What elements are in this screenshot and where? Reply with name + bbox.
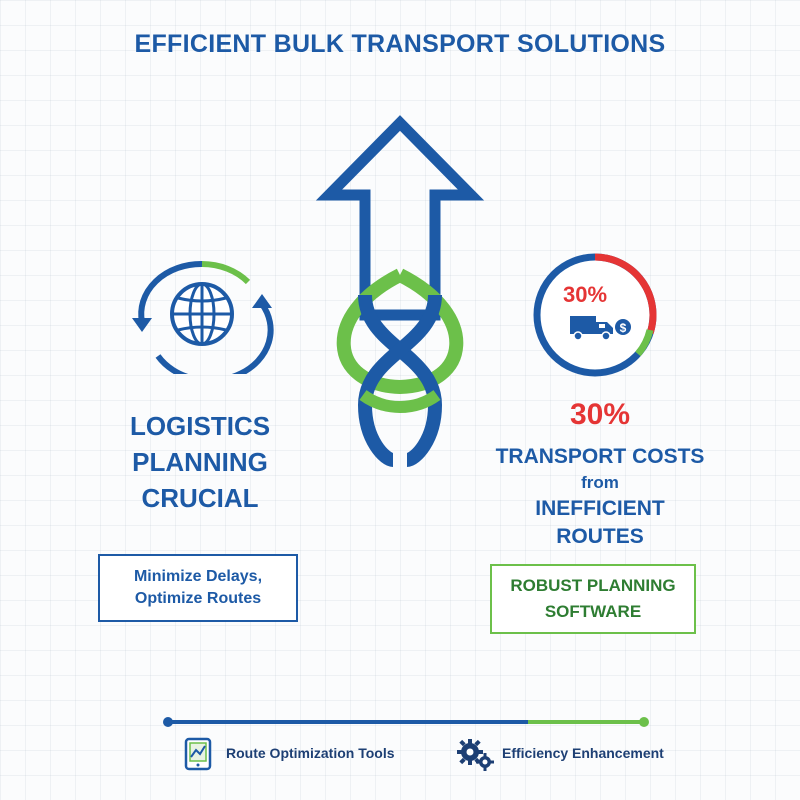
truck-icon xyxy=(570,316,613,341)
footer-item-route-tools: Route Optimization Tools xyxy=(226,745,395,761)
left-heading-line: CRUCIAL xyxy=(141,483,259,513)
gauge-percent-label: 30% xyxy=(562,282,608,307)
left-box-line: Minimize Delays, xyxy=(133,568,263,585)
cost-line: INEFFICIENT xyxy=(535,497,665,520)
left-heading: LOGISTICS PLANNING CRUCIAL xyxy=(95,408,305,516)
page-title: EFFICIENT BULK TRANSPORT SOLUTIONS xyxy=(134,30,666,58)
right-callout-box: ROBUST PLANNING SOFTWARE xyxy=(490,564,696,634)
left-heading-line: LOGISTICS xyxy=(129,411,271,441)
tablet-map-icon xyxy=(184,737,212,771)
dollar-icon: $ xyxy=(615,319,631,335)
cost-line: ROUTES xyxy=(556,525,644,548)
footer-divider-dot-start xyxy=(163,717,173,727)
right-box-line: SOFTWARE xyxy=(544,602,642,621)
cost-gauge-icon: $ xyxy=(533,253,657,377)
gears-icon xyxy=(457,739,494,771)
footer-divider-dot-end xyxy=(639,717,649,727)
cost-line: from xyxy=(581,473,619,492)
svg-text:$: $ xyxy=(620,321,627,335)
cost-line: TRANSPORT COSTS xyxy=(495,445,705,468)
left-heading-line: PLANNING xyxy=(132,447,268,477)
cost-description: TRANSPORT COSTS from INEFFICIENT ROUTES xyxy=(470,443,730,551)
cost-percent: 30% xyxy=(569,398,631,431)
globe-cycle-icon xyxy=(132,260,274,374)
left-callout-box: Minimize Delays, Optimize Routes xyxy=(98,554,298,622)
footer-item-efficiency: Efficiency Enhancement xyxy=(502,745,664,761)
arrow-knot-icon xyxy=(315,115,485,467)
footer-divider-green xyxy=(528,720,644,724)
right-box-line: ROBUST PLANNING xyxy=(510,576,676,595)
footer-divider-blue xyxy=(168,720,528,724)
left-box-line: Optimize Routes xyxy=(134,590,262,607)
